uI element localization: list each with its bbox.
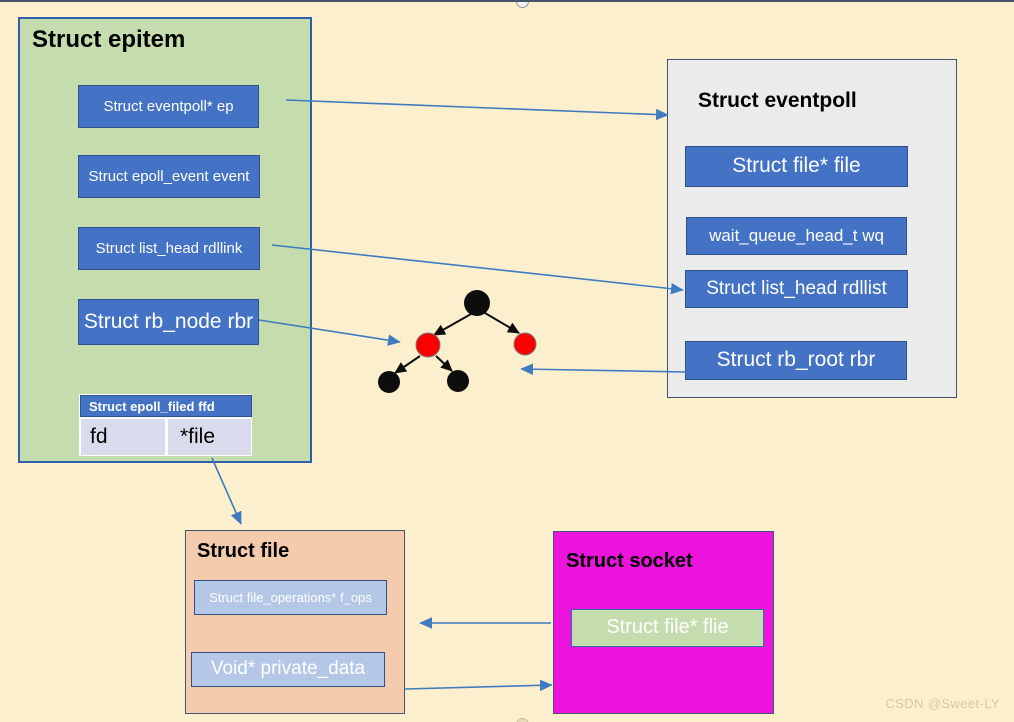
selection-handle-bottom[interactable] (516, 718, 529, 722)
red-black-tree (378, 290, 537, 393)
tree-node-right (513, 332, 537, 356)
epoll-filed-table-header: Struct epoll_filed ffd (80, 395, 252, 417)
struct-socket-title: Struct socket (566, 550, 693, 572)
tree-node-left-left (378, 371, 400, 393)
tree-node-left (415, 332, 441, 358)
field-epoll-event[interactable]: Struct epoll_event event (78, 155, 260, 198)
connector-rbroot-to-tree (520, 363, 687, 375)
field-list-head-rdllink[interactable]: Struct list_head rdllink (78, 227, 260, 270)
field-rb-node-rbr[interactable]: Struct rb_node rbr (78, 299, 259, 345)
field-eventpoll-ep[interactable]: Struct eventpoll* ep (78, 85, 259, 128)
field-socket-file-pointer[interactable]: Struct file* flie (571, 609, 764, 647)
selection-handle-top[interactable] (516, 2, 529, 8)
field-file-pointer[interactable]: Struct file* file (685, 146, 908, 187)
field-file-operations[interactable]: Struct file_operations* f_ops (194, 580, 387, 615)
csdn-watermark: CSDN @Sweet-LY (885, 696, 1000, 711)
field-rb-root-rbr[interactable]: Struct rb_root rbr (685, 341, 907, 380)
table-cell-fd[interactable]: fd (80, 418, 166, 456)
field-list-head-rdllist[interactable]: Struct list_head rdllist (685, 270, 908, 308)
connector-ffd-to-file (211, 457, 242, 525)
struct-file-title: Struct file (197, 540, 290, 562)
field-private-data[interactable]: Void* private_data (191, 652, 385, 687)
connector-ep-to-eventpoll (285, 99, 669, 121)
tree-node-root (464, 290, 490, 316)
struct-epitem-title: Struct epitem (32, 26, 186, 53)
tree-node-left-right (447, 370, 469, 392)
connector-privatedata-to-socket (404, 679, 553, 692)
connector-rdllink-to-rdllist (271, 244, 684, 295)
field-wait-queue-head[interactable]: wait_queue_head_t wq (686, 217, 907, 255)
epoll-filed-table[interactable]: Struct epoll_filed ffd fd *file (79, 394, 252, 456)
struct-eventpoll-title: Struct eventpoll (698, 89, 857, 112)
table-cell-file[interactable]: *file (167, 418, 252, 456)
